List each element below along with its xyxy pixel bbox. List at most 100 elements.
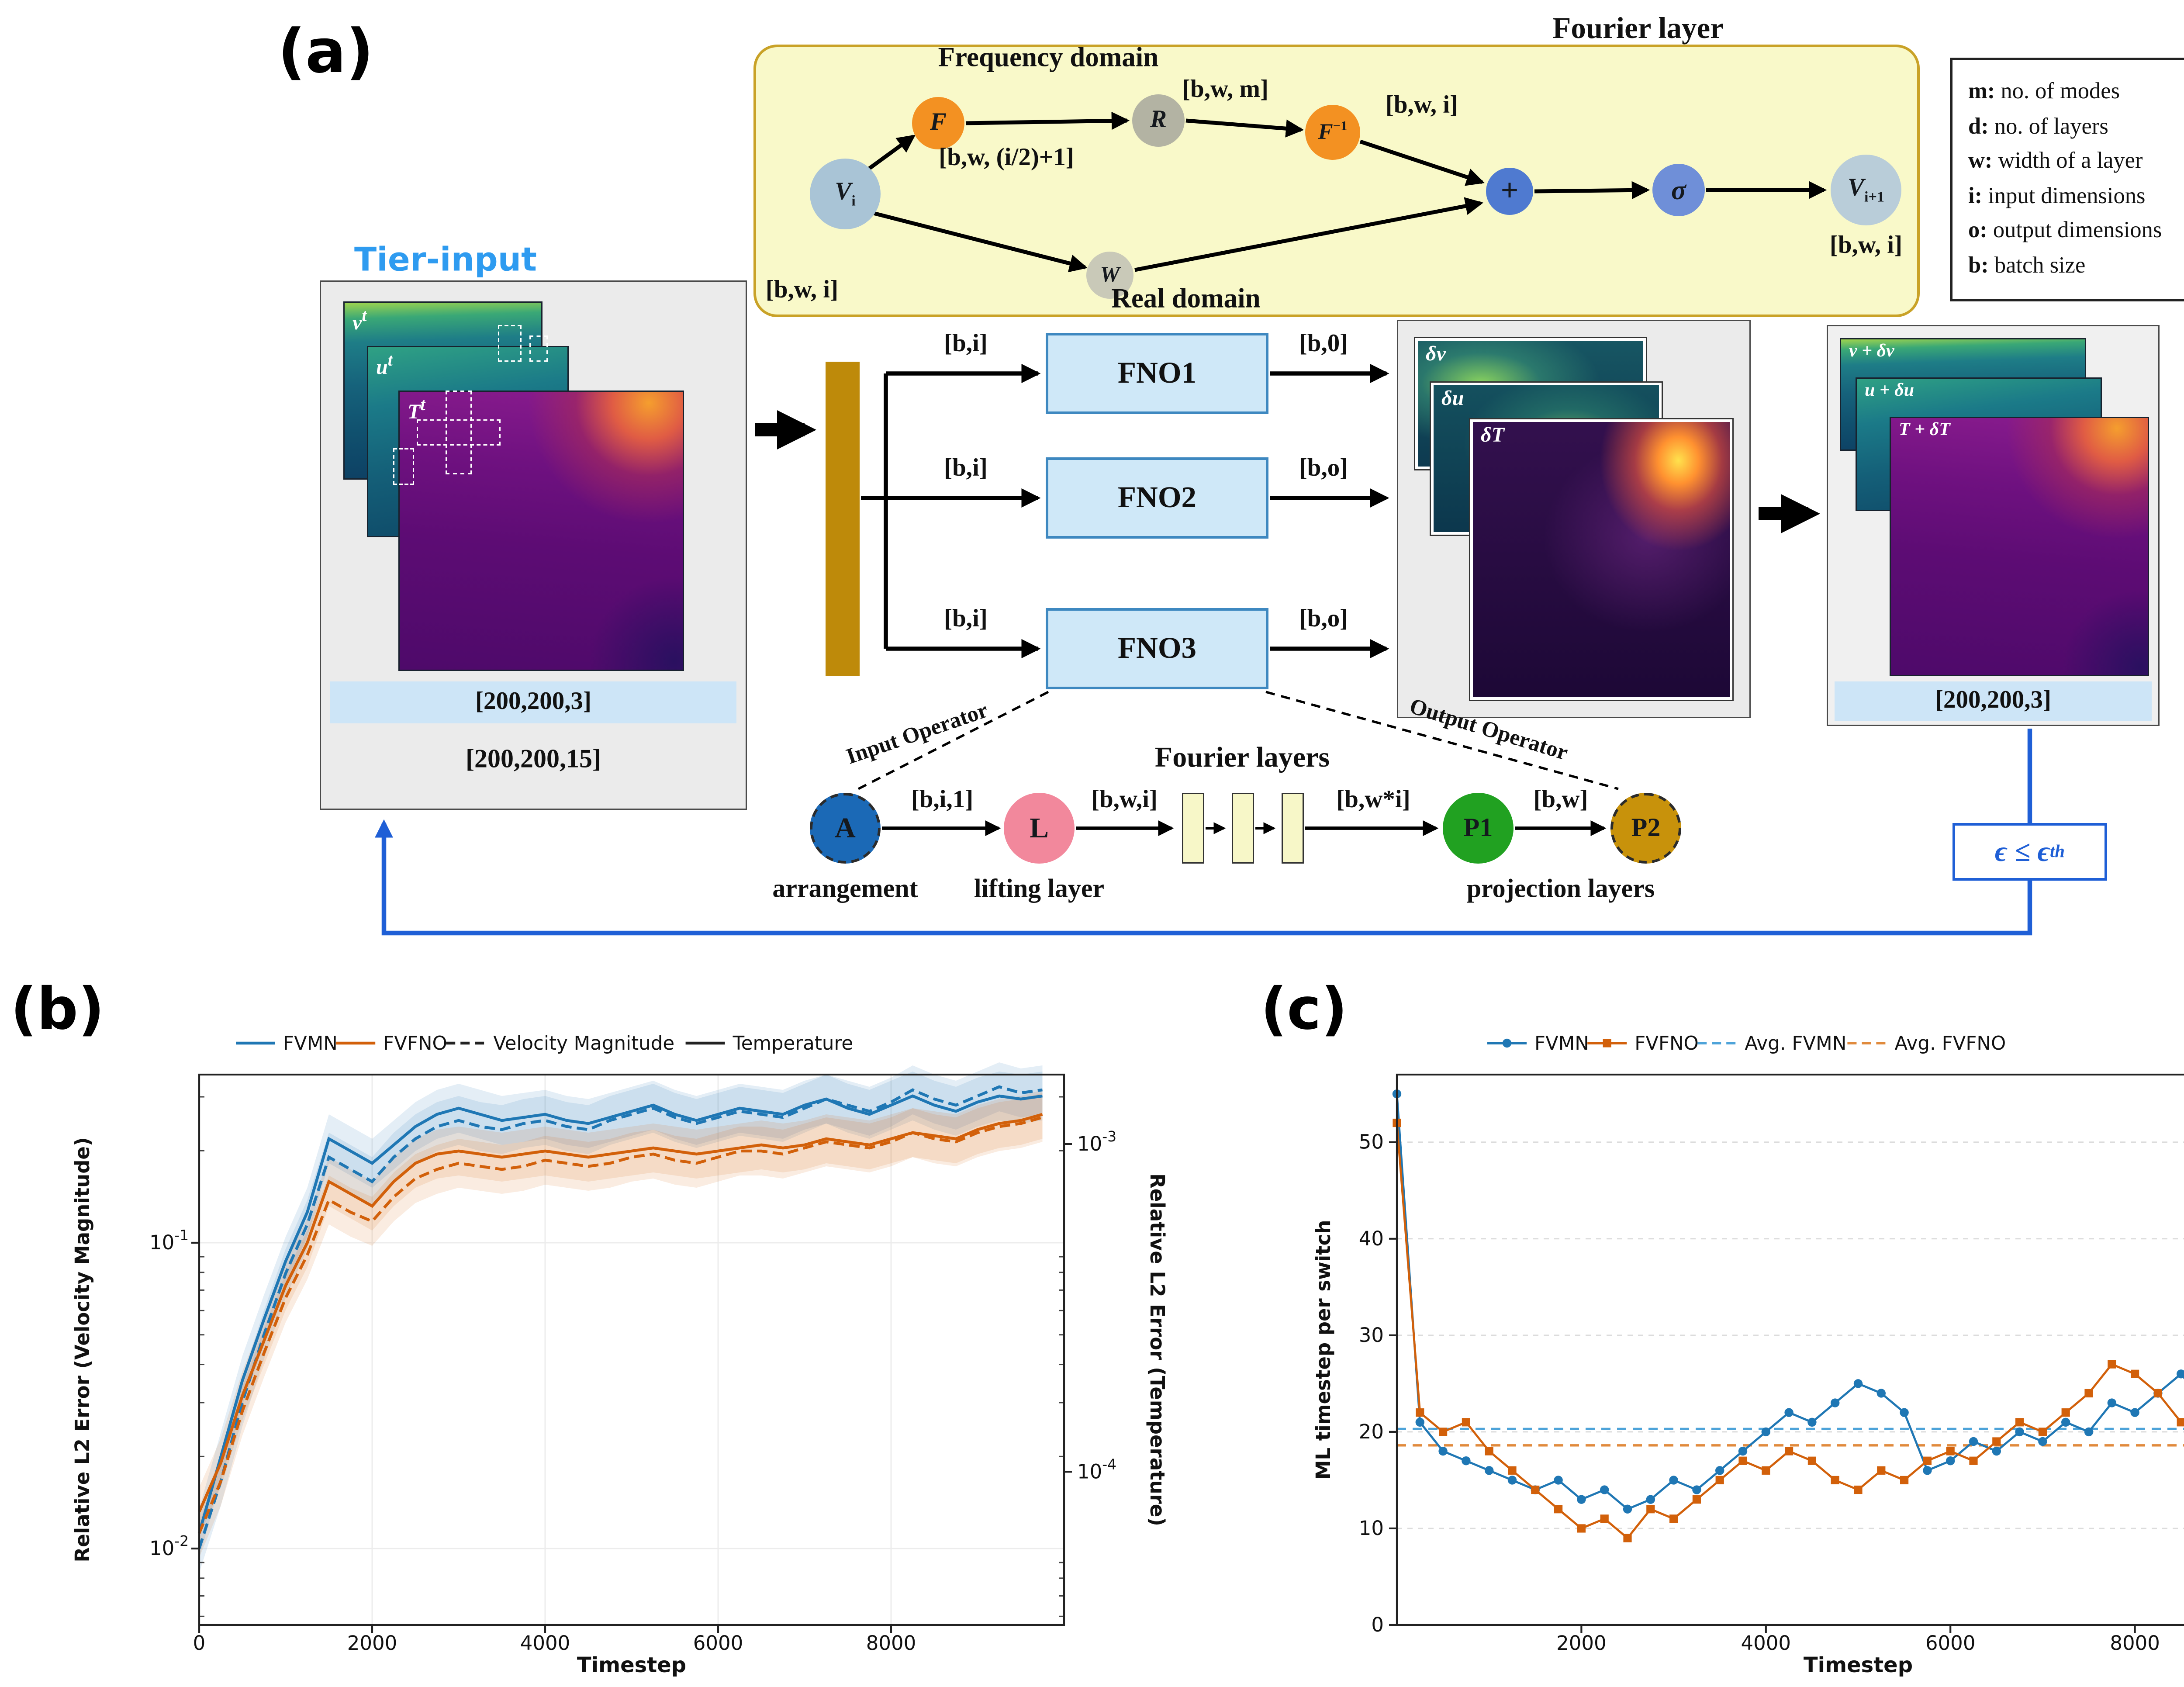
svg-text:10-4: 10-4 <box>1077 1455 1116 1483</box>
node-vi-plus-1: Vi+1 <box>1831 155 1901 225</box>
fno2-out-label: [b,o] <box>1299 455 1348 482</box>
fourier-mini-layer-1 <box>1182 793 1204 864</box>
fourier-layer-box <box>753 45 1920 317</box>
dim-label-inv: [b,w, i] <box>1385 92 1458 119</box>
node-sigma-label: σ <box>1671 173 1686 205</box>
dim-label-modes: [b,w, m] <box>1182 76 1268 104</box>
node-f-inverse: F−1 <box>1305 105 1360 160</box>
notation-legend-box: m: no. of modes d: no. of layers w: widt… <box>1950 58 2184 301</box>
svg-text:Relative L2 Error (Temperature: Relative L2 Error (Temperature) <box>1146 1173 1169 1526</box>
svg-text:Velocity Magnitude: Velocity Magnitude <box>493 1033 674 1054</box>
input-image-u-label: u <box>376 356 388 379</box>
svg-text:Timestep: Timestep <box>1804 1653 1913 1677</box>
final-image-u-label: u + δu <box>1865 381 1914 401</box>
legend-key-b: b: <box>1968 251 1989 278</box>
legend-item-w: w: width of a layer <box>1968 143 2184 178</box>
panel-b-label: (b) <box>10 976 105 1043</box>
svg-text:2000: 2000 <box>347 1632 397 1655</box>
chain-dim-4: [b,w] <box>1533 786 1588 814</box>
input-dims-strip: [200,200,3] <box>330 681 736 723</box>
node-r: R <box>1132 94 1185 147</box>
svg-text:10-2: 10-2 <box>149 1532 189 1560</box>
real-domain-label: Real domain <box>1111 282 1261 314</box>
node-plus-label: + <box>1500 173 1519 208</box>
legend-key-d: d: <box>1968 112 1989 138</box>
concat-bar <box>826 362 860 676</box>
legend-key-o: o: <box>1968 217 1987 243</box>
svg-text:FVFNO: FVFNO <box>1635 1033 1699 1054</box>
svg-text:FVFNO: FVFNO <box>383 1033 447 1054</box>
frequency-domain-label: Frequency domain <box>938 41 1159 73</box>
legend-item-m: m: no. of modes <box>1968 73 2184 108</box>
fno2-block: FNO2 <box>1046 457 1268 539</box>
svg-text:10: 10 <box>1359 1517 1384 1540</box>
svg-text:30: 30 <box>1359 1324 1384 1347</box>
svg-text:0: 0 <box>1371 1613 1384 1636</box>
dim-label-in: [b,w, i] <box>765 277 839 304</box>
svg-text:Relative L2 Error (Velocity Ma: Relative L2 Error (Velocity Magnitude) <box>71 1137 94 1562</box>
input-outer-dims: [200,200,15] <box>466 745 601 774</box>
node-vip1-label: V <box>1847 174 1864 202</box>
legend-item-d: d: no. of layers <box>1968 108 2184 143</box>
svg-text:Timestep: Timestep <box>577 1653 686 1677</box>
svg-text:10-3: 10-3 <box>1077 1128 1116 1155</box>
svg-text:6000: 6000 <box>693 1632 743 1655</box>
lifting-layer-label: lifting layer <box>974 875 1105 904</box>
svg-text:40: 40 <box>1359 1227 1384 1250</box>
node-plus: + <box>1486 168 1533 215</box>
node-p1-label: P1 <box>1463 813 1493 842</box>
legend-text-o: output dimensions <box>1987 217 2162 243</box>
svg-text:50: 50 <box>1359 1130 1384 1154</box>
node-r-label: R <box>1150 106 1167 134</box>
node-vi-label: V <box>835 178 852 206</box>
fourier-layer-title: Fourier layer <box>1552 12 1724 45</box>
node-finv-sup: −1 <box>1333 120 1348 135</box>
svg-text:4000: 4000 <box>520 1632 570 1655</box>
fno2-in-label: [b,i] <box>944 455 988 482</box>
legend-item-b: b: batch size <box>1968 248 2184 283</box>
fno3-in-label: [b,i] <box>944 605 988 633</box>
input-image-T-sup: t <box>420 394 425 414</box>
node-arrangement: A <box>810 793 881 864</box>
svg-text:8000: 8000 <box>2110 1632 2160 1655</box>
legend-text-w: width of a layer <box>1992 147 2143 173</box>
node-w: W <box>1086 252 1133 299</box>
fno3-block: FNO3 <box>1046 608 1268 689</box>
delta-T-image: δT <box>1469 418 1734 701</box>
node-f: F <box>912 97 964 149</box>
svg-text:FVMN: FVMN <box>1534 1033 1589 1054</box>
sample-patch-marker <box>498 325 522 362</box>
final-image-v-label: v + δv <box>1849 342 1894 362</box>
fno1-out-label: [b,0] <box>1299 330 1348 358</box>
chain-dim-2: [b,w,i] <box>1091 786 1158 814</box>
input-image-v-label: v <box>352 312 362 335</box>
legend-text-i: input dimensions <box>1982 182 2146 208</box>
final-image-T-label: T + δT <box>1899 421 1950 440</box>
node-finv-label: F <box>1318 119 1333 144</box>
input-image-T: Tt <box>398 391 684 671</box>
node-w-label: W <box>1100 262 1120 287</box>
chain-dim-1: [b,i,1] <box>911 786 974 814</box>
svg-text:4000: 4000 <box>1741 1632 1791 1655</box>
delta-T-label: δT <box>1481 425 1504 447</box>
delta-v-label: δv <box>1426 343 1446 366</box>
node-a-label: A <box>835 811 856 844</box>
node-p1: P1 <box>1443 793 1514 864</box>
epsilon-sub: th <box>2049 841 2065 861</box>
svg-text:ML timestep per switch: ML timestep per switch <box>1312 1220 1335 1480</box>
panel-c-label: (c) <box>1261 976 1348 1043</box>
final-dims-strip: [200,200,3] <box>1835 681 2152 721</box>
delta-u-label: δu <box>1441 388 1464 410</box>
fourier-mini-layer-3 <box>1282 793 1304 864</box>
panel-a-label: (a) <box>278 16 374 86</box>
epsilon-text: ϵ ≤ ϵ <box>1994 835 2050 868</box>
fno3-out-label: [b,o] <box>1299 605 1348 633</box>
node-p2: P2 <box>1610 793 1681 864</box>
tier-input-title: Tier-input <box>354 240 537 279</box>
node-l-label: L <box>1029 811 1049 844</box>
fourier-mini-layer-2 <box>1232 793 1254 864</box>
svg-text:8000: 8000 <box>866 1632 916 1655</box>
fno1-block: FNO1 <box>1046 333 1268 414</box>
